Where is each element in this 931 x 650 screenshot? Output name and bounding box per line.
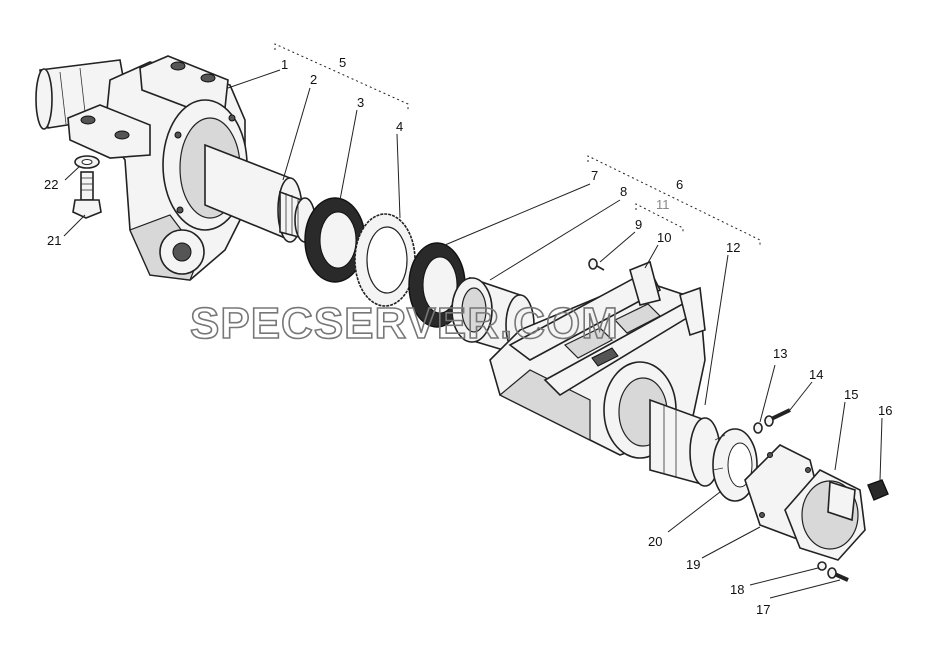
callout-20: 20 (648, 534, 662, 549)
washer-18 (817, 561, 827, 571)
bushing-12 (649, 398, 721, 487)
axle-housing (35, 55, 248, 281)
washer-13 (753, 422, 763, 434)
callout-17: 17 (756, 602, 770, 617)
callout-12: 12 (726, 240, 740, 255)
ring-4 (354, 213, 416, 307)
washer-22 (74, 155, 100, 169)
callout-19: 19 (686, 557, 700, 572)
callout-15: 15 (844, 387, 858, 402)
callout-7: 7 (591, 168, 598, 183)
callout-13: 13 (773, 346, 787, 361)
callout-21: 21 (47, 233, 61, 248)
end-cover-15 (784, 469, 866, 561)
callout-8: 8 (620, 184, 627, 199)
callout-11: 11 (656, 197, 670, 212)
bolt-14 (764, 408, 791, 427)
callout-5: 5 (339, 55, 346, 70)
callout-6: 6 (676, 177, 683, 192)
callout-18: 18 (730, 582, 744, 597)
oil-seal-3 (304, 197, 366, 283)
callout-labels: 1 2 3 4 5 6 7 8 9 10 11 12 13 14 15 16 1… (44, 55, 892, 617)
watermark: SPECSERVER.COM (190, 299, 619, 348)
callout-16: 16 (878, 403, 892, 418)
callout-22: 22 (44, 177, 58, 192)
callout-2: 2 (310, 72, 317, 87)
callout-3: 3 (357, 95, 364, 110)
leader-lines (63, 69, 883, 599)
callout-4: 4 (396, 119, 403, 134)
plug-16 (867, 479, 889, 501)
oil-seal-7 (408, 242, 466, 328)
group-bracket-6 (587, 155, 761, 246)
bolt-17 (827, 567, 849, 582)
bolt-21 (72, 171, 102, 219)
group-bracket-5 (274, 43, 409, 110)
group-bracket-11 (635, 203, 684, 234)
callout-9: 9 (635, 217, 642, 232)
callout-10: 10 (657, 230, 671, 245)
callout-14: 14 (809, 367, 823, 382)
spindle-tube (204, 143, 316, 243)
screw-9 (588, 258, 605, 271)
callout-1: 1 (281, 57, 288, 72)
